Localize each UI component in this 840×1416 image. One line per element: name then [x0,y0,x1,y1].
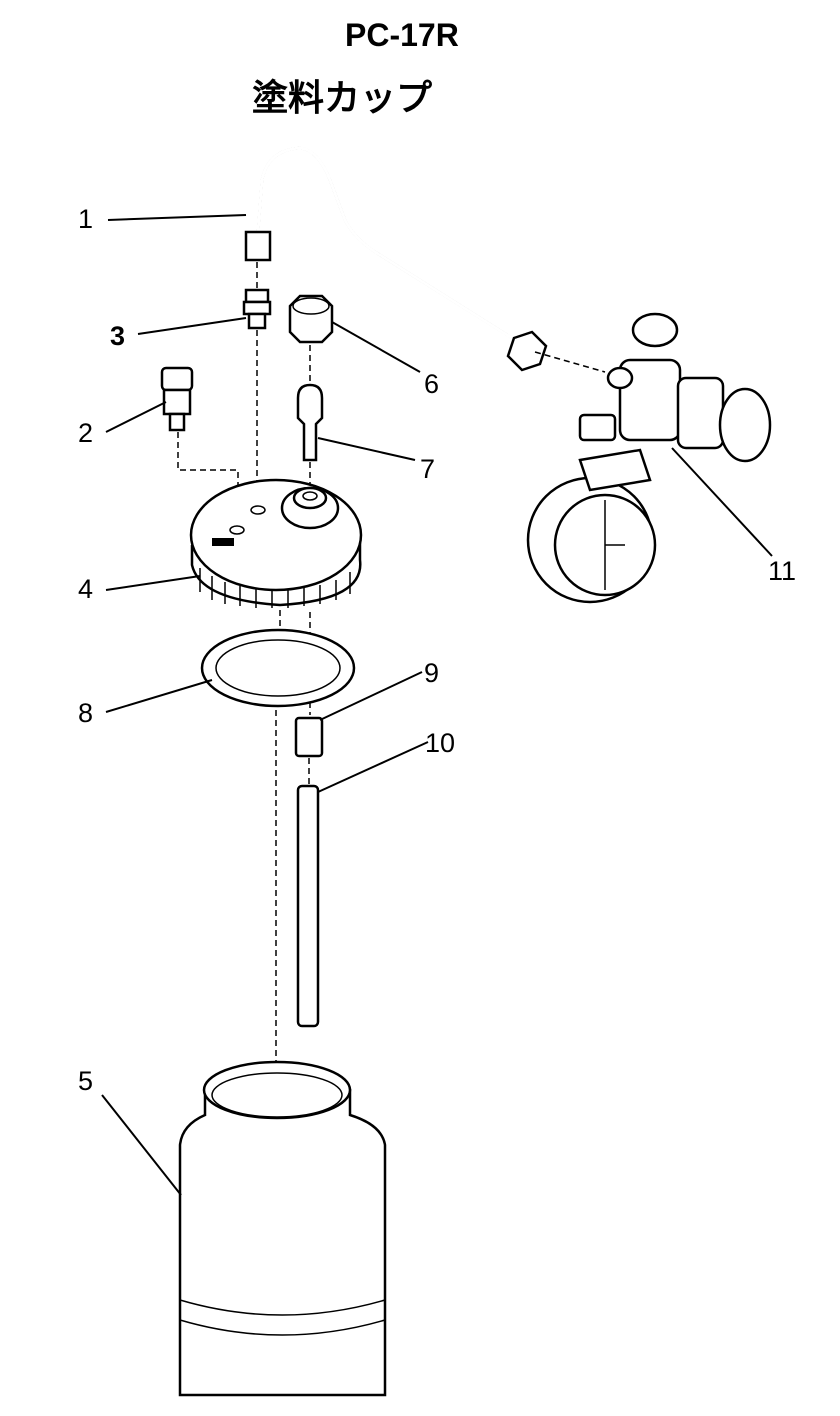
diagram-subtitle: 塗料カップ [252,77,432,118]
model-title: PC-17R [345,17,459,53]
callout-10: 10 [425,728,455,758]
part-3-nipple [242,288,272,330]
part-1-tube [244,146,548,372]
part-4-cup-lid [189,478,363,608]
callout-7: 7 [420,454,435,484]
callout-2: 2 [78,418,93,448]
part-7-joint [296,383,324,462]
callout-9: 9 [424,658,439,688]
part-10-suction-tube [296,784,320,1028]
part-6-nut [288,294,334,344]
part-5-cup [178,1060,387,1397]
callout-4: 4 [78,574,93,604]
part-9-nut [294,716,324,758]
callout-6: 6 [424,369,439,399]
part-2-fitting [160,366,194,432]
callout-3: 3 [110,321,125,351]
part-8-gasket [200,628,356,708]
callout-1: 1 [78,204,93,234]
callout-8: 8 [78,698,93,728]
leader-lines [101,214,773,1196]
callout-5: 5 [78,1066,93,1096]
callout-11: 11 [768,556,796,586]
part-11-regulator [526,312,772,604]
